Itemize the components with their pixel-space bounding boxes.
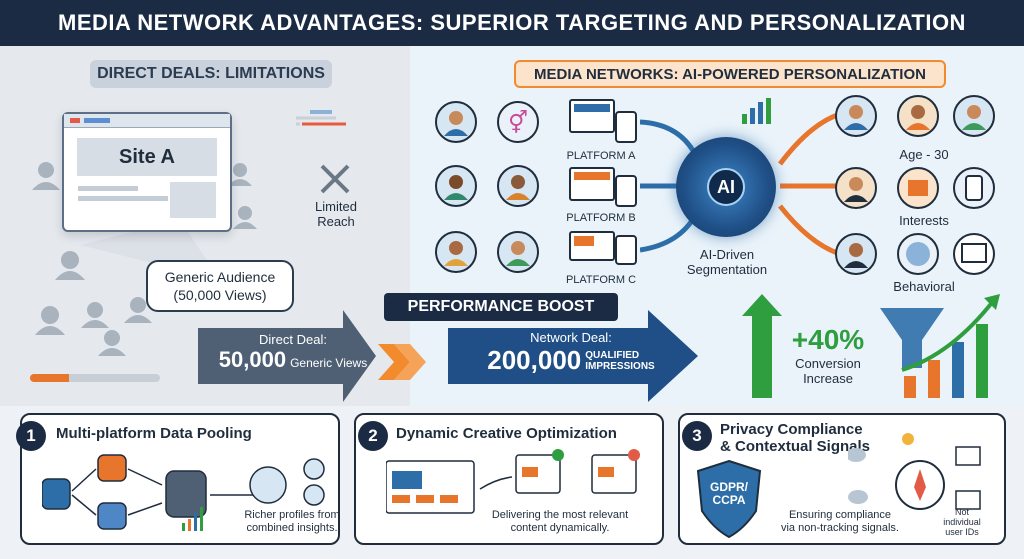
- card-desc-line2: content dynamically.: [510, 522, 610, 534]
- card-note: Not individual user IDs: [942, 507, 982, 537]
- ai-brain-icon: AI: [676, 137, 776, 237]
- creative-screens: [386, 449, 640, 514]
- performance-arrows: [198, 310, 698, 402]
- card-number: 3: [682, 421, 712, 451]
- bubble-line2: (50,000 Views): [173, 287, 267, 303]
- badge-line1: GDPR/: [709, 480, 748, 494]
- badge-line2: CCPA: [712, 493, 746, 507]
- note-line2: individual: [943, 517, 981, 527]
- increase-value: +40%: [791, 324, 865, 355]
- card-desc: Richer profiles from combined insights.: [242, 509, 342, 535]
- increase-line1: Conversion: [795, 356, 861, 371]
- card-desc-line1: Richer profiles from: [244, 509, 340, 521]
- card-desc-line2: via non-tracking signals.: [780, 522, 899, 534]
- mini-chart-icon: [742, 98, 771, 124]
- segment-age-label: Age - 30: [899, 147, 949, 162]
- network-deal-number: 200,000: [487, 345, 582, 375]
- bubble-line1: Generic Audience: [164, 269, 276, 285]
- segment-interests-label: Interests: [899, 213, 949, 228]
- limited-reach-label: Limited Reach: [315, 199, 357, 229]
- card-data-pooling: 1 Multi-platform Data Pooling Richer pro…: [16, 413, 342, 545]
- network-deal-suffix2: IMPRESSIONS: [585, 360, 655, 372]
- note-line3: user IDs: [945, 527, 979, 537]
- segmentation-line1: AI-Driven: [699, 247, 755, 262]
- card-title: Privacy Compliance & Contextual Signals: [720, 421, 870, 455]
- card-desc: Ensuring compliance via non-tracking sig…: [770, 509, 910, 535]
- direct-deal-suffix: Generic Views: [290, 356, 368, 370]
- performance-boost-title: PERFORMANCE BOOST: [384, 293, 618, 321]
- generic-audience-bubble: Generic Audience (50,000 Views): [146, 260, 294, 312]
- platform-b-label: PLATFORM B: [566, 212, 636, 224]
- card-desc-line2: combined insights.: [246, 522, 338, 534]
- segmentation-line2: Segmentation: [686, 262, 768, 277]
- platform-c-label: PLATFORM C: [565, 274, 637, 286]
- card-desc-line1: Delivering the most relevant: [491, 509, 629, 521]
- card-number: 2: [358, 421, 388, 451]
- gdpr-badge: GDPR/ CCPA: [694, 481, 764, 507]
- direct-deal-number: 50,000: [218, 347, 287, 372]
- card-privacy-compliance: 3 Privacy Compliance & Contextual Signal…: [678, 413, 1006, 545]
- card-number: 1: [16, 421, 46, 451]
- conversion-graphic: [742, 294, 1000, 398]
- card-title-line1: Privacy Compliance: [720, 421, 863, 438]
- progress-bar: [30, 374, 160, 382]
- note-line1: Not: [954, 507, 969, 517]
- direct-deal-label: Direct Deal:: [259, 332, 327, 347]
- card-creative-optimization: 2 Dynamic Creative Optimization Deliveri…: [354, 413, 664, 545]
- conversion-increase: +40% Conversion Increase: [774, 324, 882, 386]
- segment-avatars: [835, 95, 995, 275]
- user-avatars: ⚥: [435, 101, 539, 273]
- database-icons: [42, 454, 325, 531]
- card-desc: Delivering the most relevant content dyn…: [480, 509, 640, 535]
- direct-deal-box: Direct Deal: 50,000 Generic Views: [208, 332, 378, 373]
- card-title: Dynamic Creative Optimization: [396, 425, 617, 442]
- increase-line2: Increase: [803, 371, 853, 386]
- direct-deals-title: DIRECT DEALS: LIMITATIONS: [90, 60, 332, 88]
- segment-behavioral-label: Behavioral: [893, 279, 955, 294]
- network-deal-suffix1: QUALIFIED: [585, 349, 640, 361]
- network-deal-box: Network Deal: 200,000 QUALIFIED IMPRESSI…: [456, 330, 686, 376]
- platform-devices: [569, 99, 637, 265]
- site-window: Site A: [62, 112, 232, 232]
- network-deal-label: Network Deal:: [530, 330, 612, 345]
- svg-text:⚥: ⚥: [508, 109, 528, 135]
- platform-a-label: PLATFORM A: [566, 150, 636, 162]
- contextual-signals-icons: [848, 433, 981, 510]
- ai-segmentation-label: AI-Driven Segmentation: [668, 247, 786, 277]
- media-networks-title: MEDIA NETWORKS: AI-POWERED PERSONALIZATI…: [514, 60, 946, 88]
- ai-label: AI: [707, 168, 745, 206]
- site-label: Site A: [77, 138, 217, 176]
- card-title-line2: & Contextual Signals: [720, 438, 871, 455]
- shield-icon: [696, 459, 762, 539]
- limited-reach-graphic: [296, 110, 350, 194]
- page-title: MEDIA NETWORK ADVANTAGES: SUPERIOR TARGE…: [0, 0, 1024, 46]
- card-title: Multi-platform Data Pooling: [56, 425, 252, 442]
- card-desc-line1: Ensuring compliance: [788, 509, 892, 521]
